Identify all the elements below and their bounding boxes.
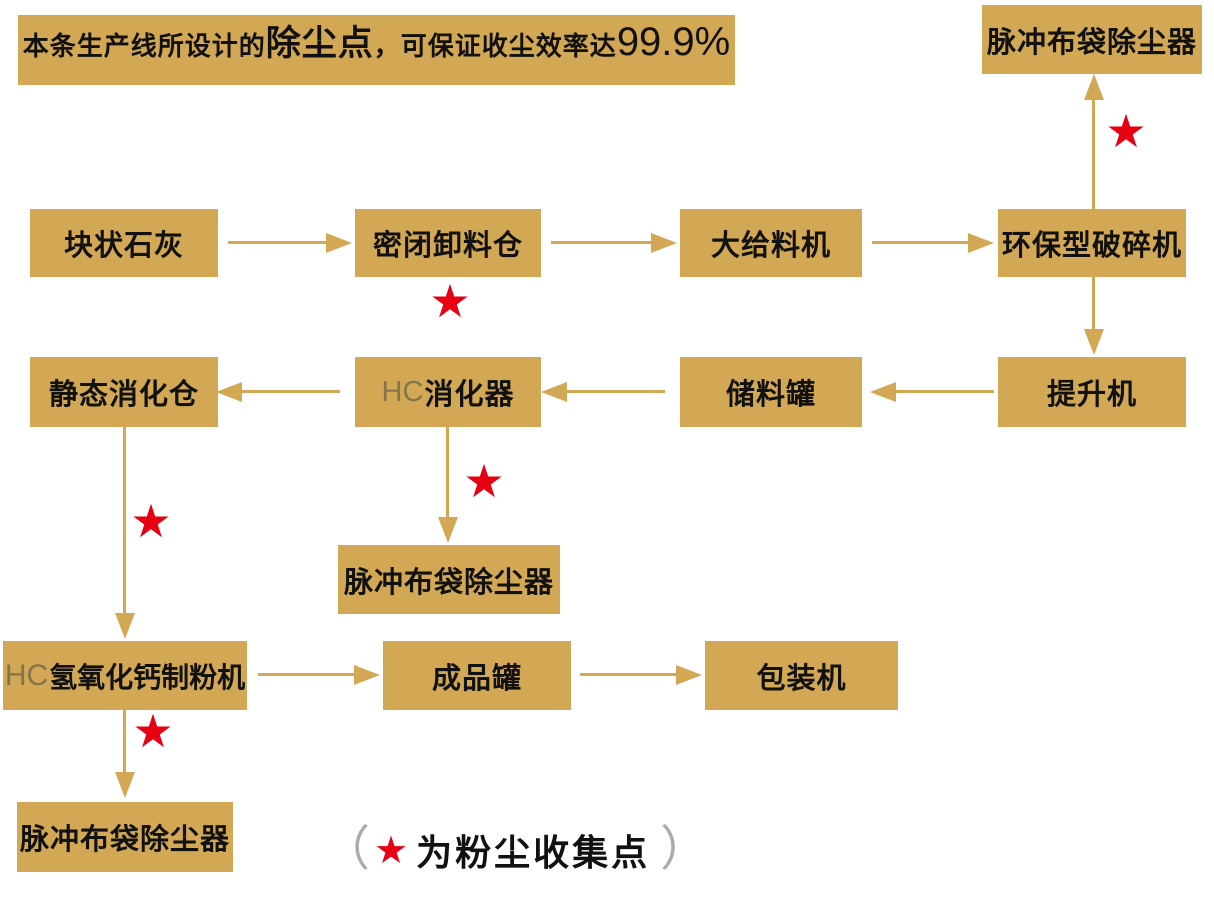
node-pulse-bag-dust-collector-top: 脉冲布袋除尘器 [982,5,1202,74]
hc-prefix-label: HC [4,658,49,692]
arrow-digester-to-silo-icon [216,381,340,402]
node-pulse-bag-dust-collector-bottom: 脉冲布袋除尘器 [17,802,233,872]
banner-text-prefix: 本条生产线所设计的 [22,31,266,61]
node-static-digestion-silo: 静态消化仓 [30,357,218,427]
arrowhead-right-icon [354,664,380,685]
title-banner: 本条生产线所设计的 除尘点 ，可保证收尘效率达 99.9% [18,15,735,85]
arrowhead-right-icon [651,232,677,253]
arrowhead-left-icon [870,381,896,402]
arrow-digester-to-middle-collector-icon [437,427,458,543]
arrow-storage-to-digester-icon [541,381,665,402]
arrowhead-down-icon [1083,329,1104,355]
arrowhead-left-icon [541,381,567,402]
arrowhead-up-icon [1083,74,1104,100]
banner-text-middle: ，可保证收尘效率达 [373,31,617,61]
legend-star-icon: ★ [374,828,409,872]
legend-text: 为粉尘收集点 [416,832,651,873]
arrow-silo-to-mill-icon [114,427,135,639]
node-lump-lime: 块状石灰 [30,209,218,277]
arrow-crusher-to-elevator-icon [1083,277,1104,355]
arrow-hopper-to-feeder-icon [551,232,677,253]
arrowhead-down-icon [437,517,458,543]
dust-point-star-icon: ★ [132,704,174,758]
arrow-mill-to-bottom-collector-icon [114,710,135,798]
dust-point-star-icon: ★ [130,494,172,548]
legend: （ ★ 为粉尘收集点 ） [322,818,708,882]
legend-paren-close: ） [660,823,709,876]
arrow-mill-to-product-tank-icon [258,664,380,685]
arrowhead-right-icon [968,232,994,253]
banner-text-highlight: 除尘点 [265,24,374,63]
node-bucket-elevator: 提升机 [998,357,1186,427]
dust-point-star-icon: ★ [463,454,505,508]
dust-point-star-icon: ★ [429,274,471,328]
arrowhead-left-icon [216,381,242,402]
arrow-feeder-to-crusher-icon [872,232,994,253]
node-large-feeder: 大给料机 [680,209,862,277]
node-finished-product-tank: 成品罐 [383,641,571,710]
arrow-crusher-to-top-collector-icon [1083,74,1104,209]
arrow-elevator-to-storage-icon [870,381,994,402]
node-storage-tank: 储料罐 [680,357,862,427]
node-packing-machine: 包装机 [705,641,898,710]
node-sealed-unloading-bin: 密闭卸料仓 [355,209,541,277]
digester-label: 消化器 [424,379,515,411]
arrowhead-down-icon [114,613,135,639]
node-hc-digester: HC 消化器 [355,357,541,427]
node-eco-crusher: 环保型破碎机 [998,209,1186,277]
hc-prefix-label: HC [381,375,424,408]
arrowhead-down-icon [114,772,135,798]
arrowhead-right-icon [326,232,352,253]
arrow-tank-to-packer-icon [580,664,702,685]
mill-label: 氢氧化钙制粉机 [49,661,246,693]
node-pulse-bag-dust-collector-middle: 脉冲布袋除尘器 [338,545,560,614]
dust-point-star-icon: ★ [1105,104,1147,158]
arrow-lime-to-hopper-icon [228,232,352,253]
legend-paren-open: （ [322,823,371,876]
banner-text-efficiency: 99.9% [616,20,731,64]
arrowhead-right-icon [676,664,702,685]
node-hc-calcium-hydroxide-mill: HC 氢氧化钙制粉机 [3,641,247,710]
